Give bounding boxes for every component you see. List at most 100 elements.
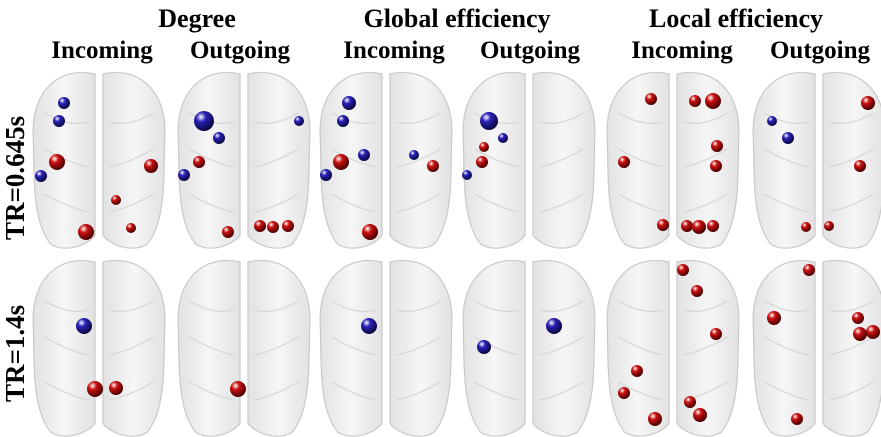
red-node xyxy=(677,264,689,276)
sulcus-line xyxy=(396,193,441,213)
sulcus-line xyxy=(109,336,154,356)
sulcus-line xyxy=(474,300,519,313)
red-node xyxy=(362,224,378,240)
left-hemisphere xyxy=(177,259,241,437)
header-degree-outgoing: Outgoing xyxy=(189,37,291,64)
red-node xyxy=(230,381,246,397)
sulcus-line xyxy=(474,336,519,356)
sulcus-line xyxy=(829,381,874,401)
left-hemisphere xyxy=(177,71,241,249)
red-node xyxy=(801,222,811,232)
right-hemisphere xyxy=(676,71,740,249)
sulcus-line xyxy=(829,112,874,125)
blue-node xyxy=(194,111,214,131)
red-node xyxy=(87,381,103,397)
header-degree-incoming: Incoming xyxy=(51,37,153,64)
sulcus-line xyxy=(618,112,663,125)
red-node xyxy=(767,311,781,325)
sulcus-line xyxy=(189,336,234,356)
header-global-efficiency: Global efficiency xyxy=(363,4,551,33)
brain-panel-r1-c2 xyxy=(319,259,453,437)
row-label-tr-14: TR=1.4s xyxy=(0,304,30,402)
blue-node xyxy=(213,132,225,144)
blue-node xyxy=(358,149,370,161)
red-node xyxy=(109,381,123,395)
right-hemisphere xyxy=(532,259,596,437)
brain-panel-r1-c5 xyxy=(752,259,881,437)
header-local-outgoing: Outgoing xyxy=(769,37,871,64)
right-hemisphere xyxy=(389,71,453,249)
sulcus-line xyxy=(254,148,299,168)
sulcus-line xyxy=(109,300,154,313)
sulcus-line xyxy=(44,381,89,401)
sulcus-line xyxy=(829,148,874,168)
sulcus-line xyxy=(396,336,441,356)
red-node xyxy=(333,154,349,170)
sulcus-line xyxy=(474,381,519,401)
sulcus-line xyxy=(683,336,728,356)
blue-node xyxy=(178,169,190,181)
right-hemisphere xyxy=(102,71,166,249)
brain-panel-r0-c2 xyxy=(319,71,453,249)
red-node xyxy=(866,325,880,339)
sulcus-line xyxy=(764,300,809,313)
sulcus-line xyxy=(764,381,809,401)
right-hemisphere xyxy=(389,259,453,437)
brain-panel-r1-c1 xyxy=(177,259,311,437)
sulcus-line xyxy=(618,381,663,401)
red-node xyxy=(618,156,630,168)
sulcus-line xyxy=(829,193,874,213)
red-node xyxy=(852,312,864,324)
red-node xyxy=(707,220,719,232)
brain-panel-r1-c3 xyxy=(462,259,596,437)
red-node xyxy=(711,140,723,152)
blue-node xyxy=(462,170,472,180)
red-node xyxy=(803,264,815,276)
sulcus-line xyxy=(764,193,809,213)
blue-node xyxy=(58,97,70,109)
sulcus-line xyxy=(539,193,584,213)
sulcus-line xyxy=(539,336,584,356)
red-node xyxy=(681,220,693,232)
red-node xyxy=(427,160,439,172)
sulcus-line xyxy=(44,112,89,125)
sulcus-line xyxy=(396,148,441,168)
red-node xyxy=(710,160,722,172)
left-hemisphere xyxy=(752,259,816,437)
red-node xyxy=(705,93,721,109)
blue-node xyxy=(35,170,47,182)
sulcus-line xyxy=(189,300,234,313)
sulcus-line xyxy=(829,300,874,313)
sulcus-line xyxy=(539,112,584,125)
right-hemisphere xyxy=(102,259,166,437)
red-node xyxy=(693,408,707,422)
red-node xyxy=(791,413,803,425)
sulcus-line xyxy=(331,112,376,125)
sulcus-line xyxy=(618,193,663,213)
red-node xyxy=(631,365,643,377)
right-hemisphere xyxy=(247,259,311,437)
left-hemisphere xyxy=(606,259,670,437)
sulcus-line xyxy=(683,300,728,313)
sulcus-line xyxy=(331,381,376,401)
red-node xyxy=(645,93,657,105)
sulcus-line xyxy=(683,193,728,213)
blue-node xyxy=(320,169,332,181)
red-node xyxy=(854,160,866,172)
red-node xyxy=(689,95,701,107)
red-node xyxy=(691,285,703,297)
red-node xyxy=(222,226,234,238)
blue-node xyxy=(767,116,777,126)
sulcus-line xyxy=(331,336,376,356)
red-node xyxy=(49,154,65,170)
brain-panel-r0-c5 xyxy=(752,71,881,249)
red-node xyxy=(126,223,136,233)
left-hemisphere xyxy=(606,71,670,249)
sulcus-line xyxy=(189,148,234,168)
header-global-outgoing: Outgoing xyxy=(479,37,581,64)
red-node xyxy=(648,412,662,426)
red-node xyxy=(618,387,630,399)
sulcus-line xyxy=(331,300,376,313)
sulcus-line xyxy=(683,112,728,125)
